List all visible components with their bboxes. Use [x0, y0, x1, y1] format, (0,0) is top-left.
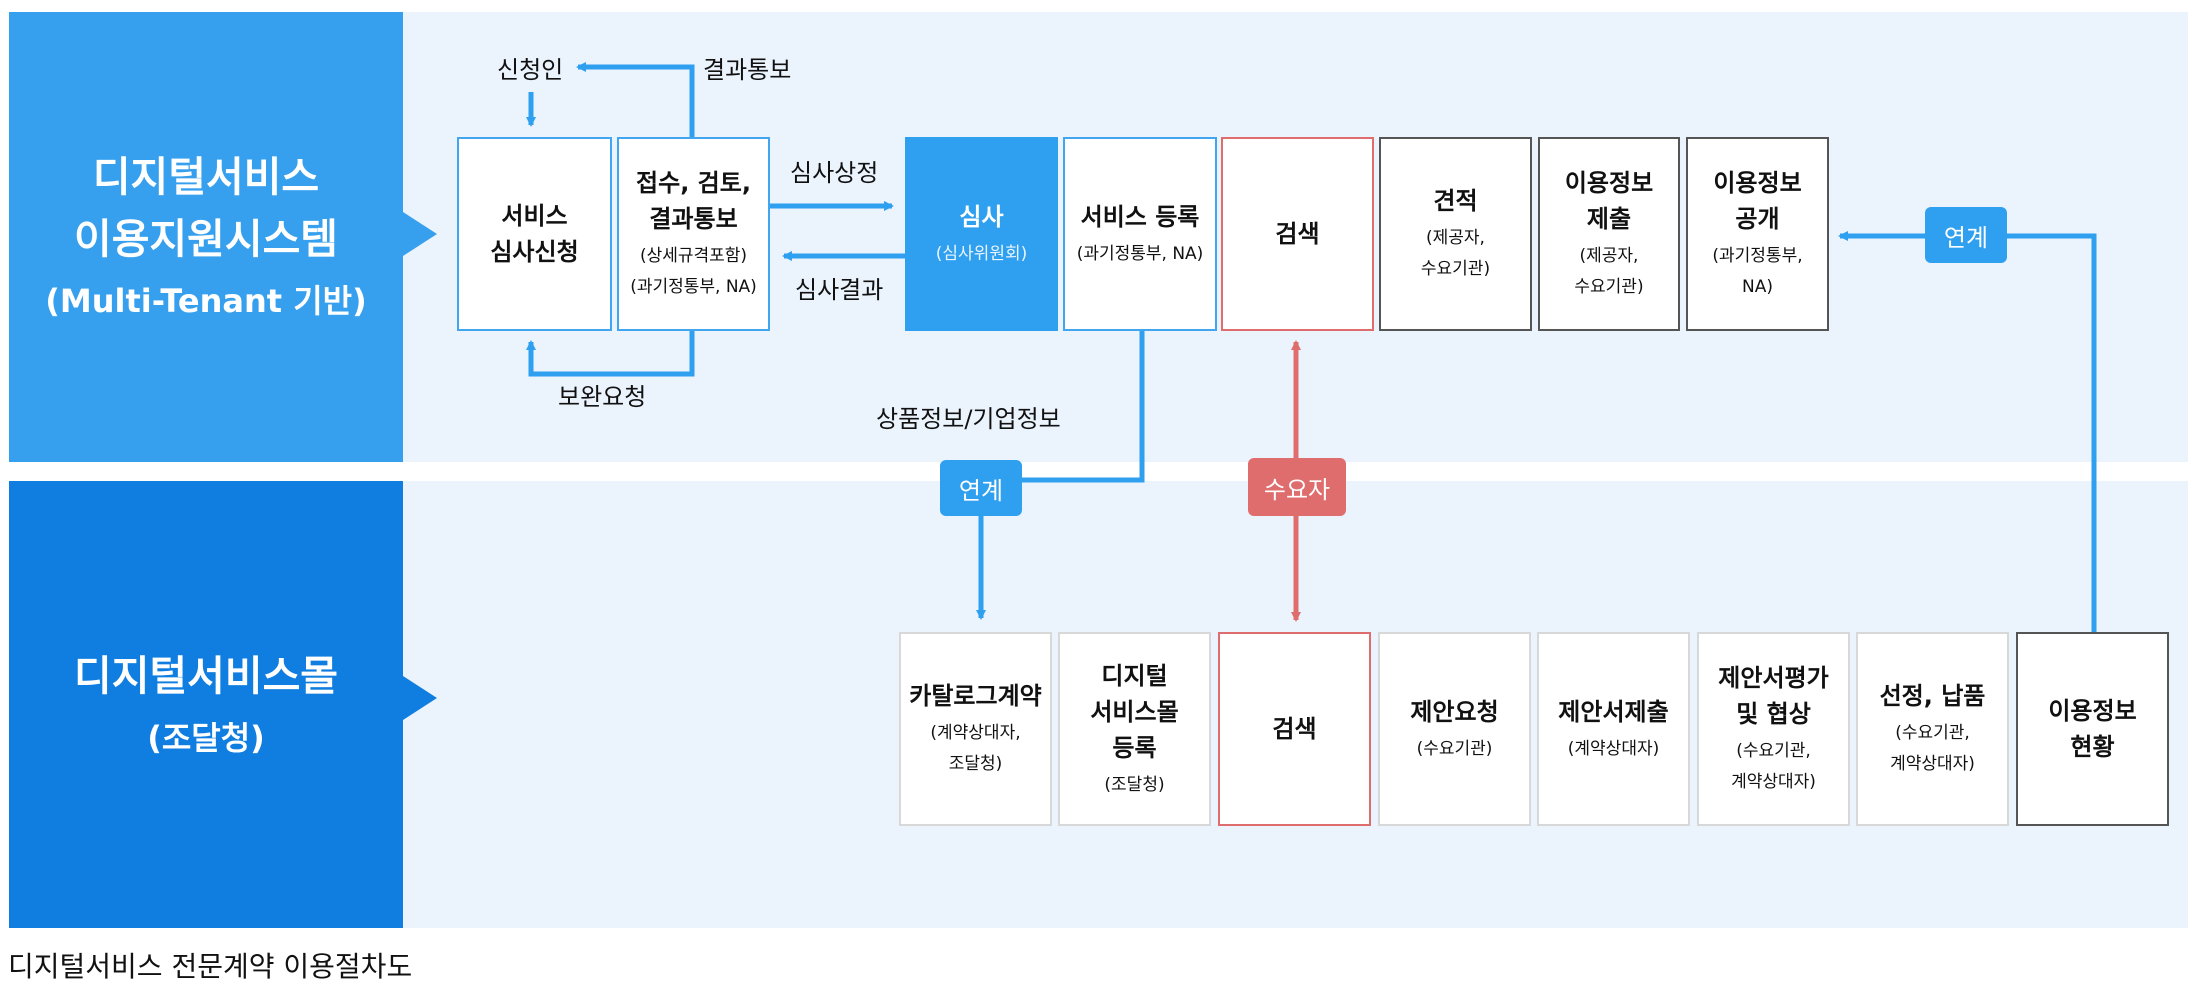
- box-catalog-contract-sub: (계약상대자, 조달청): [930, 723, 1021, 774]
- label-review-referral: 심사상정: [790, 159, 879, 187]
- lane-pointer-bottom: [403, 676, 437, 720]
- box-mall-register-sub: (조달청): [1104, 774, 1165, 795]
- box-search-top: 검색: [1221, 137, 1374, 331]
- box-catalog-contract: 카탈로그계약 (계약상대자, 조달청): [899, 632, 1052, 826]
- box-search-bottom: 검색: [1218, 632, 1371, 826]
- box-usage-status-title: 이용정보 현황: [2048, 697, 2137, 761]
- box-service-apply: 서비스 심사신청: [457, 137, 612, 331]
- box-mall-register-title: 디지털 서비스몰 등록: [1090, 661, 1179, 762]
- diagram-caption: 디지털서비스 전문계약 이용절차도: [8, 950, 413, 983]
- lane-subtitle-bottom: (조달청): [147, 718, 265, 757]
- box-evaluation: 제안서평가 및 협상 (수요기관, 계약상대자): [1697, 632, 1850, 826]
- box-review-title: 심사: [959, 202, 1004, 231]
- box-receive-review-sub: (상세규격포함) (과기정통부, NA): [630, 246, 757, 297]
- box-review-sub: (심사위원회): [935, 243, 1028, 264]
- box-service-register-sub: (과기정통부, NA): [1076, 243, 1204, 264]
- box-quote-title: 견적: [1433, 187, 1478, 215]
- box-selection-title: 선정, 납품: [1879, 682, 1986, 710]
- box-publish-info-title: 이용정보 공개: [1713, 169, 1802, 233]
- box-submit-info-title: 이용정보 제출: [1564, 169, 1654, 233]
- arrow-result-notice: [576, 62, 695, 137]
- box-submit-info-sub: (제공자, 수요기관): [1574, 246, 1644, 297]
- box-proposal-request: 제안요청 (수요기관): [1378, 632, 1531, 826]
- lane-label-bottom: 디지털서비스몰 (조달청): [9, 481, 403, 928]
- lane-title-bottom: 디지털서비스몰: [73, 651, 339, 700]
- pill-link-left: 연계: [940, 460, 1022, 516]
- arrow-product-link: [976, 331, 1145, 620]
- box-evaluation-title: 제안서평가 및 협상: [1718, 664, 1829, 728]
- pill-link-right: 연계: [1925, 207, 2007, 263]
- box-proposal-request-sub: (수요기관): [1416, 738, 1493, 759]
- box-publish-info-sub: (과기정통부, NA): [1712, 246, 1803, 297]
- box-catalog-contract-title: 카탈로그계약: [909, 682, 1042, 710]
- arrow-usage-link: [1838, 231, 2097, 632]
- label-applicant: 신청인: [497, 56, 564, 84]
- lane-pointer-top: [403, 212, 437, 256]
- box-submit-info: 이용정보 제출 (제공자, 수요기관): [1538, 137, 1680, 331]
- box-usage-status: 이용정보 현황: [2016, 632, 2169, 826]
- box-selection: 선정, 납품 (수요기관, 계약상대자): [1856, 632, 2009, 826]
- box-search-bottom-title: 검색: [1272, 715, 1317, 743]
- lane-subtitle-top: (Multi-Tenant 기반): [45, 282, 367, 320]
- box-proposal-submit-title: 제안서제출: [1558, 697, 1669, 726]
- box-quote: 견적 (제공자, 수요기관): [1379, 137, 1532, 331]
- box-mall-register: 디지털 서비스몰 등록 (조달청): [1058, 632, 1211, 826]
- box-proposal-submit-sub: (계약상대자): [1567, 738, 1660, 759]
- label-product-info: 상품정보/기업정보: [876, 405, 1061, 433]
- label-review-result: 심사결과: [795, 276, 884, 304]
- box-review: 심사 (심사위원회): [905, 137, 1058, 331]
- box-receive-review: 접수, 검토, 결과통보 (상세규격포함) (과기정통부, NA): [617, 137, 770, 331]
- box-publish-info: 이용정보 공개 (과기정통부, NA): [1686, 137, 1829, 331]
- box-quote-sub: (제공자, 수요기관): [1420, 228, 1491, 279]
- box-receive-review-title: 접수, 검토, 결과통보: [636, 169, 751, 233]
- box-evaluation-sub: (수요기관, 계약상대자): [1731, 741, 1816, 792]
- arrow-supplement-request: [526, 331, 695, 377]
- box-service-register: 서비스 등록 (과기정통부, NA): [1063, 137, 1217, 331]
- box-search-top-title: 검색: [1275, 220, 1320, 248]
- lane-title-top: 디지털서비스 이용지원시스템: [73, 153, 339, 263]
- label-result-notice: 결과통보: [703, 56, 792, 84]
- box-selection-sub: (수요기관, 계약상대자): [1890, 723, 1975, 774]
- lane-label-top: 디지털서비스 이용지원시스템 (Multi-Tenant 기반): [9, 12, 403, 462]
- box-service-apply-title: 서비스 심사신청: [490, 202, 579, 266]
- box-proposal-submit: 제안서제출 (계약상대자): [1537, 632, 1690, 826]
- box-service-register-title: 서비스 등록: [1080, 202, 1200, 231]
- box-proposal-request-title: 제안요청: [1410, 697, 1499, 726]
- label-supplement-request: 보완요청: [558, 383, 647, 411]
- pill-consumer: 수요자: [1248, 458, 1346, 516]
